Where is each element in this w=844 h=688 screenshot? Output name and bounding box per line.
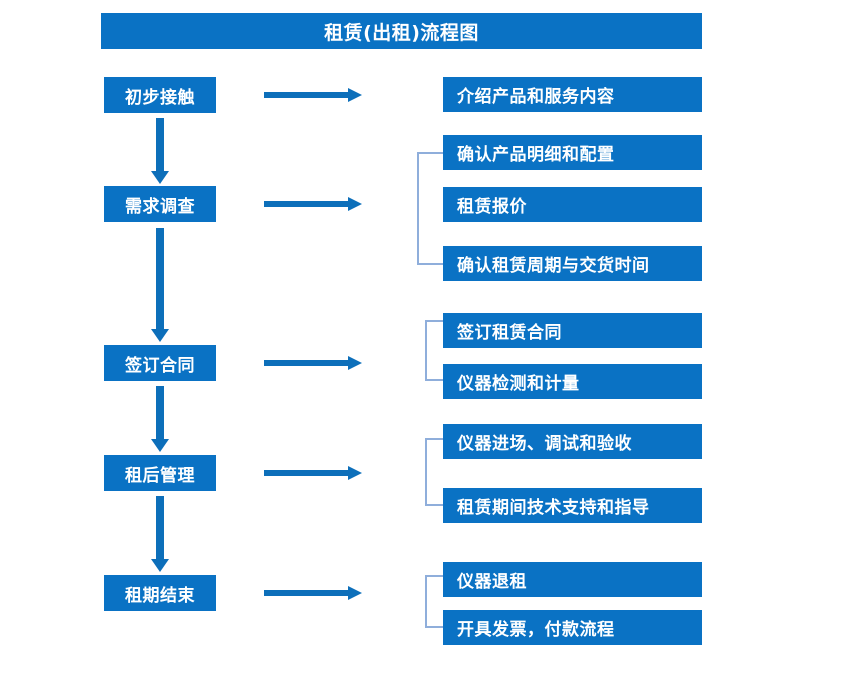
detail-box-6[interactable]: 仪器检测和计量 <box>443 364 702 399</box>
group-bracket-3 <box>425 320 443 381</box>
connector-arrow-2-3 <box>151 228 169 342</box>
branch-arrow-5 <box>264 586 362 600</box>
detail-box-1[interactable]: 介绍产品和服务内容 <box>443 77 702 112</box>
detail-box-8[interactable]: 租赁期间技术支持和指导 <box>443 488 702 523</box>
detail-box-2[interactable]: 确认产品明细和配置 <box>443 135 702 170</box>
group-bracket-2 <box>417 152 443 265</box>
branch-arrow-3 <box>264 356 362 370</box>
detail-box-3[interactable]: 租赁报价 <box>443 187 702 222</box>
stage-box-4[interactable]: 租后管理 <box>104 455 216 491</box>
stage-box-5[interactable]: 租期结束 <box>104 575 216 611</box>
connector-arrow-4-5 <box>151 496 169 572</box>
branch-arrow-2 <box>264 197 362 211</box>
group-bracket-4 <box>425 438 443 506</box>
stage-box-3[interactable]: 签订合同 <box>104 345 216 381</box>
detail-box-7[interactable]: 仪器进场、调试和验收 <box>443 424 702 459</box>
detail-box-9[interactable]: 仪器退租 <box>443 562 702 597</box>
page-title: 租赁(出租)流程图 <box>101 13 702 49</box>
detail-box-4[interactable]: 确认租赁周期与交货时间 <box>443 246 702 281</box>
group-bracket-5 <box>425 575 443 628</box>
stage-box-2[interactable]: 需求调查 <box>104 186 216 222</box>
branch-arrow-1 <box>264 88 362 102</box>
connector-arrow-1-2 <box>151 118 169 184</box>
stage-box-1[interactable]: 初步接触 <box>104 77 216 113</box>
detail-box-10[interactable]: 开具发票，付款流程 <box>443 610 702 645</box>
branch-arrow-4 <box>264 466 362 480</box>
connector-arrow-3-4 <box>151 386 169 452</box>
detail-box-5[interactable]: 签订租赁合同 <box>443 313 702 348</box>
